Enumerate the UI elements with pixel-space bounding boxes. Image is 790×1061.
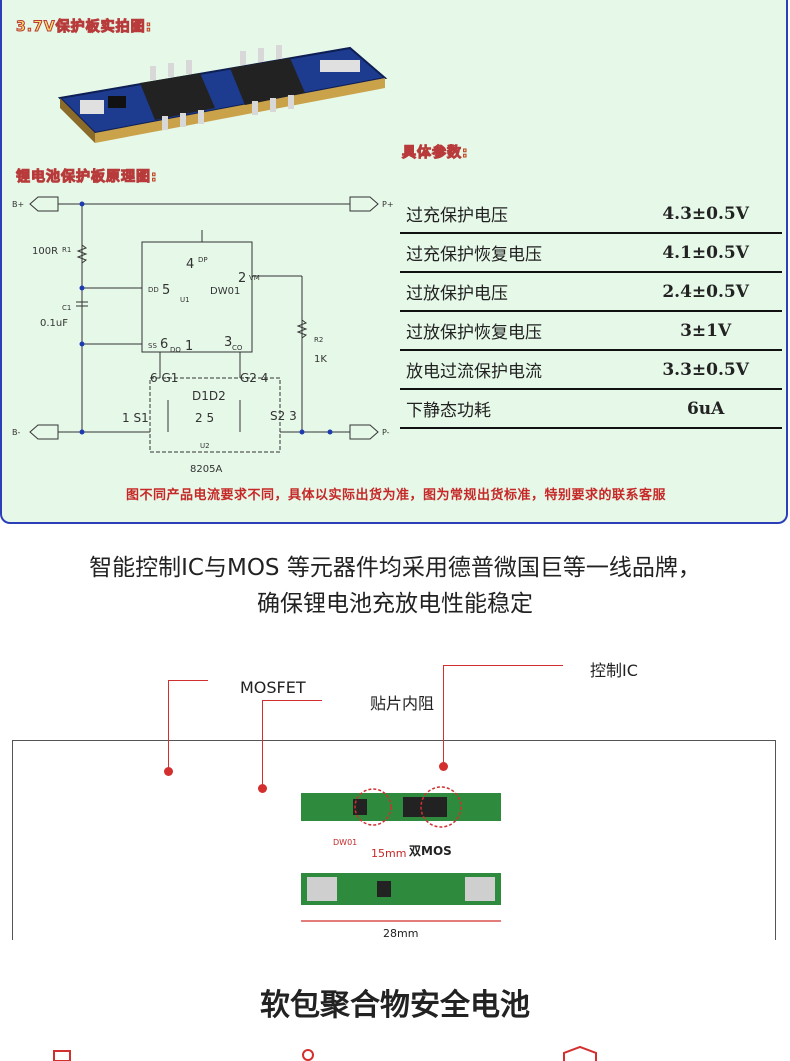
protection-board-photo (57, 45, 388, 143)
mosfet-callout-line (168, 680, 208, 681)
c1-ref: C1 (62, 304, 71, 312)
dual-mos-label: 双MOS (409, 844, 452, 858)
circuit-schematic: B+ P+ B- P- 100R R1 C1 0.1uF U1 DW01 4 D… (12, 196, 394, 475)
notice-text: 图不同产品电流要求不同，具体以实际出货为准，图为常规出货标准，特别要求的联系客服 (125, 488, 666, 503)
r2-value: 1K (314, 354, 327, 365)
pin3-name: CO (232, 344, 243, 352)
shield-icon (563, 1045, 597, 1061)
param-name: 过放保护恢复电压 (400, 311, 630, 351)
b-minus-label: B- (12, 428, 20, 437)
spec-panel: 3.7V保护板实拍图: 具体参数: 锂电池保护板原理图: (0, 0, 788, 524)
dim-28mm: 28mm (383, 927, 418, 940)
subtitle-line-2: 确保锂电池充放电性能稳定 (257, 591, 533, 617)
mosfet-callout-line (168, 680, 169, 770)
mos-s2: S2 3 (270, 409, 297, 423)
param-value: 4.1±0.5V (629, 233, 782, 273)
pin5-name: DD (148, 286, 159, 294)
pin5: 5 (162, 283, 170, 298)
pin6-name: DO (170, 346, 181, 354)
pin2: 2 (238, 271, 246, 286)
mosfet-label: MOSFET (240, 678, 306, 697)
ic-callout-line (443, 665, 563, 666)
param-name: 过放保护电压 (400, 272, 630, 312)
pin2-name: VM (249, 274, 260, 282)
p-plus-label: P+ (382, 200, 394, 209)
mos-name: 8205A (190, 464, 222, 475)
pin4: 4 (186, 257, 194, 272)
param-name: 放电过流保护电流 (400, 350, 630, 390)
pin4-name: DP (198, 256, 208, 264)
pcb-photo-frame: DW01 15mm 双MOS 28mm (12, 740, 776, 940)
section-title: 软包聚合物安全电池 (260, 988, 530, 1023)
ic-callout-line (443, 665, 444, 765)
callout-dot (439, 762, 448, 771)
pcb-photo: DW01 15mm 双MOS 28mm (301, 786, 501, 940)
dw01-label: DW01 (333, 838, 357, 847)
mos-pins-25: 2 5 (195, 411, 214, 425)
params-header: 具体参数: (402, 145, 469, 162)
u1-name: DW01 (210, 286, 240, 297)
param-value: 3±1V (629, 311, 782, 351)
mos-ref: U2 (200, 442, 210, 450)
param-value: 2.4±0.5V (629, 272, 782, 312)
c1-value: 0.1uF (40, 318, 68, 329)
param-name: 过充保护恢复电压 (400, 233, 630, 273)
b-plus-label: B+ (12, 200, 24, 209)
u1-ref: U1 (180, 296, 190, 304)
resistor-callout-line (262, 700, 263, 788)
dim-15mm: 15mm (371, 847, 406, 860)
pin3: 3 (224, 335, 232, 350)
control-ic-label: 控制IC (590, 661, 638, 680)
subtitle-line-1: 智能控制IC与MOS 等元器件均采用德普微国巨等一线品牌， (89, 555, 701, 581)
param-value: 6uA (629, 389, 782, 429)
mos-g1: 6 G1 (150, 371, 178, 385)
r1-value: 100R (32, 246, 58, 257)
mos-g2: G2 4 (240, 371, 268, 385)
callout-dot (164, 767, 173, 776)
photo-header: 3.7V保护板实拍图: (15, 19, 153, 36)
resistor-label: 贴片内阻 (370, 694, 435, 713)
pin6: 6 (160, 337, 168, 352)
r2-ref: R2 (314, 336, 323, 344)
mos-drain: D1D2 (192, 389, 226, 403)
schematic-header: 锂电池保护板原理图: (16, 169, 158, 186)
p-minus-label: P- (382, 428, 390, 437)
resistor-callout-line (262, 700, 322, 701)
r1-ref: R1 (62, 246, 71, 254)
battery-icon (53, 1050, 71, 1061)
temperature-icon (302, 1049, 314, 1061)
param-value: 4.3±0.5V (629, 195, 782, 234)
callout-dot (258, 784, 267, 793)
pin1: 1 (185, 339, 193, 354)
mos-s1: 1 S1 (122, 411, 149, 425)
param-name: 过充保护电压 (400, 195, 630, 234)
pin1-name: SS (148, 342, 157, 350)
param-name: 下静态功耗 (400, 389, 630, 429)
param-value: 3.3±0.5V (629, 350, 782, 390)
